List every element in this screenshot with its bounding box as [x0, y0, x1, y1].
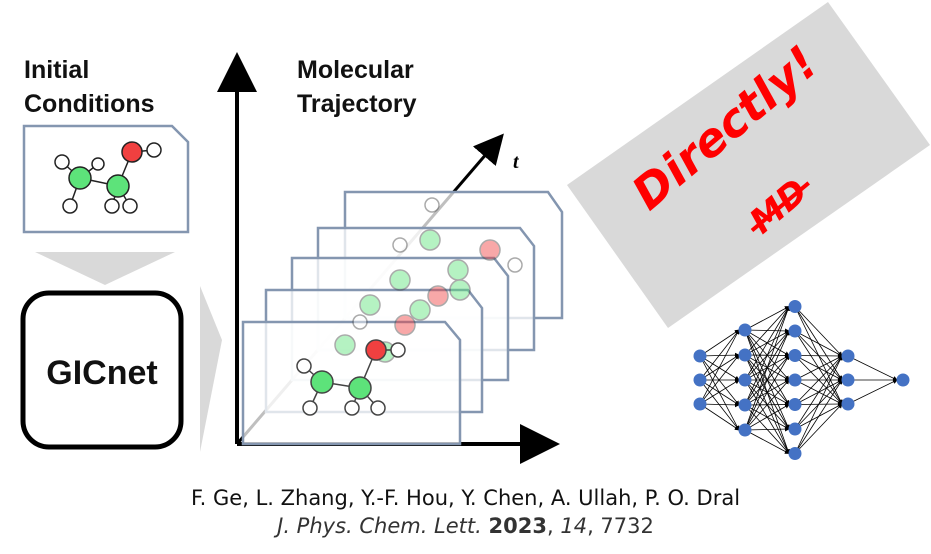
nn-node [788, 373, 802, 387]
trajectory-molecules [296, 197, 523, 416]
nn-edge [744, 379, 790, 431]
nn-node [738, 373, 752, 387]
nn-node [896, 373, 910, 387]
nn-edge [744, 354, 790, 431]
nn-node [788, 398, 802, 411]
nn-edge [744, 305, 790, 356]
citation-authors: F. Ge, L. Zhang, Y.-F. Hou, Y. Chen, A. … [190, 486, 741, 510]
nn-edge [794, 355, 843, 381]
nn-edge [699, 329, 740, 381]
nn-node [841, 373, 855, 387]
nn-edge [744, 306, 790, 331]
nn-edge [699, 354, 740, 405]
nn-edge [699, 402, 740, 408]
nn-edge [744, 404, 790, 431]
nn-node [788, 324, 802, 338]
nn-edge [794, 379, 843, 454]
nn-edge [794, 355, 843, 454]
nn-edge [699, 379, 740, 406]
gicnet-label: GICnet [46, 354, 157, 392]
nn-edge [699, 355, 740, 431]
nn-edge [699, 355, 740, 381]
nn-node [738, 323, 752, 337]
nn-edge [699, 379, 740, 431]
nn-edge [794, 353, 843, 359]
nn-edge [699, 329, 740, 357]
initial-label-1: Initial [24, 56, 89, 84]
journal-year: 2023 [488, 514, 547, 538]
nn-edge [699, 355, 740, 406]
nn-edge [794, 355, 843, 405]
nn-edge [794, 403, 843, 454]
nn-edge [699, 329, 740, 405]
journal-volume: 14 [560, 514, 588, 538]
citation-journal: J. Phys. Chem. Lett. 2023, 14, 7732 [277, 514, 654, 538]
nn-node [788, 349, 802, 362]
nn-edge [847, 379, 898, 405]
trajectory-label-1: Molecular [297, 56, 414, 84]
nn-edge [699, 403, 740, 431]
nn-node [788, 300, 802, 313]
initial-molecule [54, 141, 162, 214]
nn-edge [744, 426, 790, 432]
nn-edge [847, 355, 898, 381]
strikethrough-line [750, 181, 810, 233]
nn-edge [744, 330, 790, 431]
nn-edge [794, 306, 843, 357]
down-arrow-icon [35, 252, 175, 285]
neural-network-icon [693, 300, 910, 460]
nn-node [841, 349, 855, 363]
trajectory-frames [241, 190, 564, 446]
trajectory-label-2: Trajectory [297, 90, 417, 118]
nn-edge [794, 355, 843, 430]
journal-page: 7732 [600, 514, 654, 538]
initial-conditions-frame [22, 124, 190, 234]
gicnet-box [20, 290, 184, 450]
right-arrow-icon [200, 286, 222, 452]
nn-edge [744, 429, 790, 454]
nn-node [738, 348, 752, 362]
journal-name: J. Phys. Chem. Lett. [277, 514, 482, 538]
nn-edge [744, 305, 790, 381]
directly-stamp: Directly! MD [567, 2, 930, 328]
nn-node [693, 397, 707, 411]
nn-node [841, 397, 855, 411]
initial-label-2: Conditions [24, 90, 155, 118]
nn-node [738, 398, 752, 412]
nn-edge [794, 330, 843, 357]
nn-edge [744, 305, 790, 431]
time-axis-label: t [513, 151, 520, 173]
nn-node [693, 373, 707, 387]
nn-node [738, 423, 752, 437]
nn-node [788, 447, 802, 460]
nn-node [788, 422, 802, 436]
nn-edge [699, 379, 740, 405]
nn-edge [744, 305, 790, 406]
nn-node [693, 349, 707, 363]
